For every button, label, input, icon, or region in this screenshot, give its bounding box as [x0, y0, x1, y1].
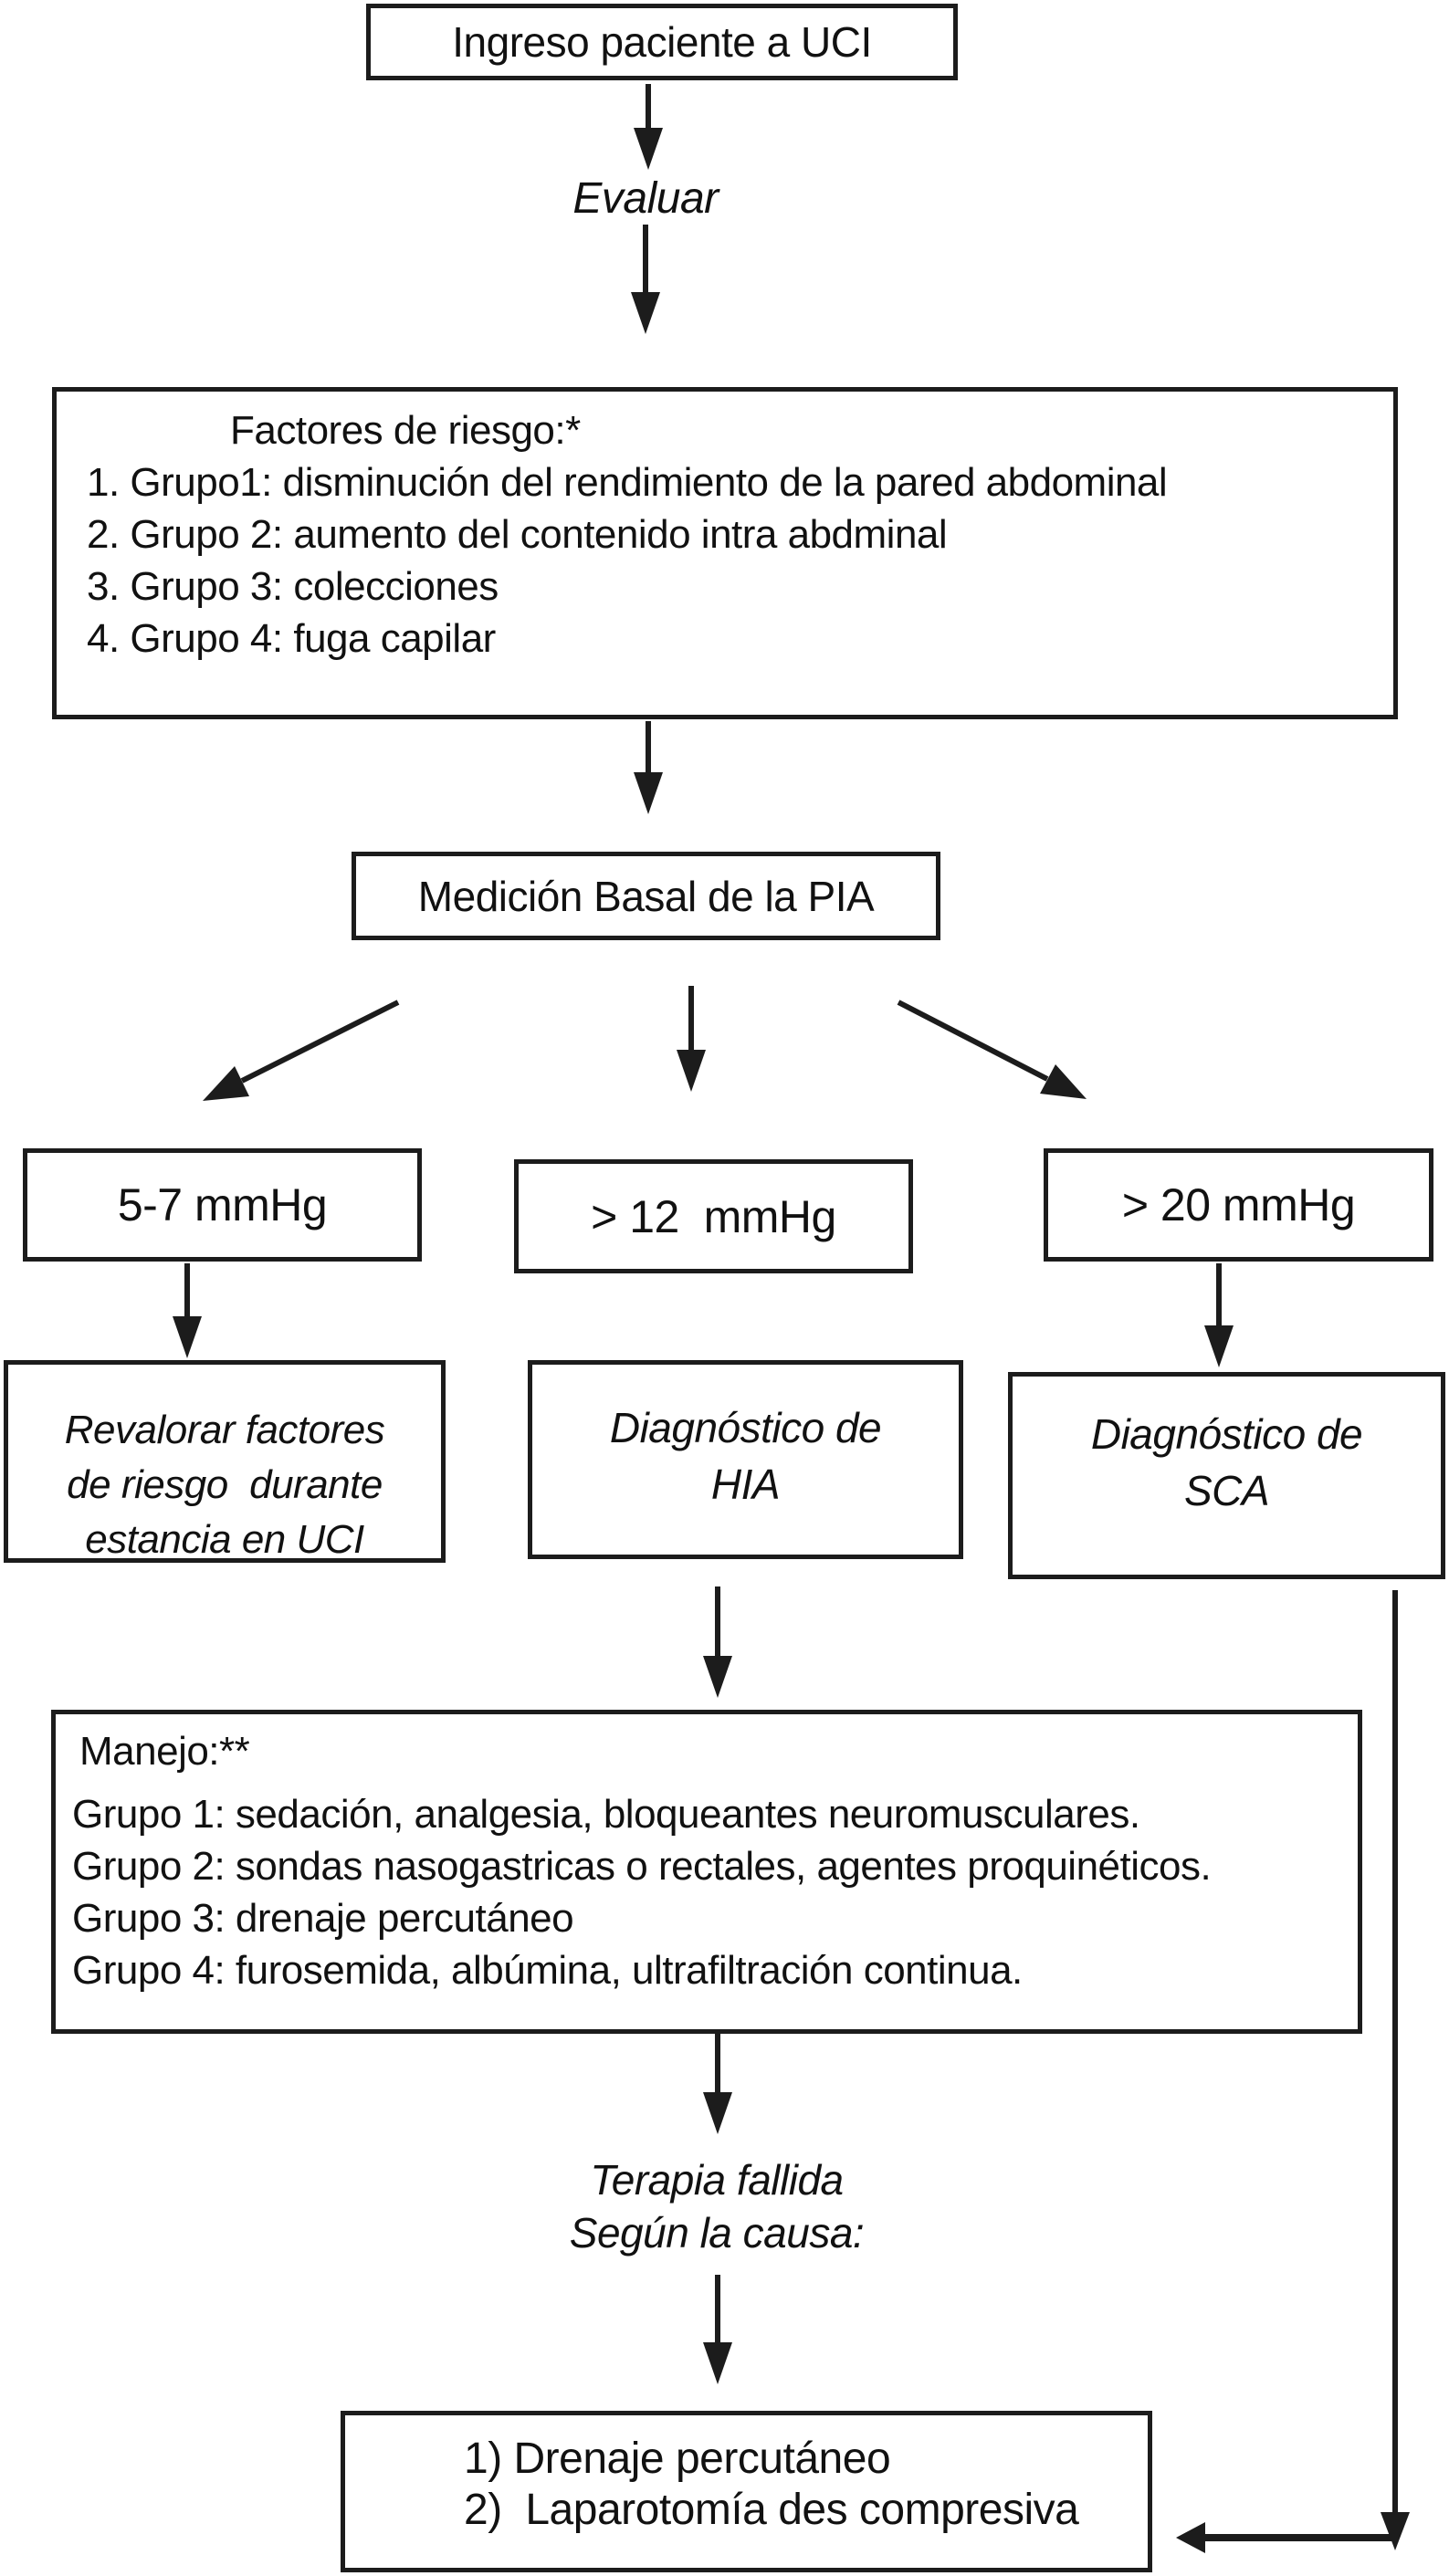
factores-item-1: 1. Grupo1: disminución del rendimiento d…	[87, 460, 1168, 505]
arrow-medicion-to-pia-media	[677, 986, 706, 1092]
node-medicion-label: Medición Basal de la PIA	[417, 872, 875, 920]
manejo-item-3: Grupo 3: drenaje percutáneo	[72, 1896, 574, 1941]
node-terapia-fallida: Terapia fallida Según la causa:	[447, 2153, 986, 2259]
terapia-line-1: Terapia fallida	[590, 2156, 844, 2204]
arrow-medicion-to-pia-baja	[203, 1000, 400, 1101]
revalorar-line-1: Revalorar factores	[64, 1408, 385, 1452]
node-opciones-finales: 1) Drenaje percutáneo 2) Laparotomía des…	[341, 2411, 1152, 2572]
node-medicion-basal-pia: Medición Basal de la PIA	[352, 852, 940, 940]
node-evaluar-label: Evaluar	[572, 174, 719, 223]
node-pia-20-label: > 20 mmHg	[1121, 1179, 1356, 1230]
final-item-1: 1) Drenaje percutáneo	[464, 2435, 891, 2483]
terapia-line-2: Según la causa:	[569, 2209, 865, 2257]
node-pia-12-label: > 12 mmHg	[591, 1190, 836, 1242]
hia-line-2: HIA	[710, 1461, 781, 1508]
arrow-medicion-to-pia-alta	[897, 1000, 1087, 1099]
node-pia-5-7-mmhg: 5-7 mmHg	[23, 1148, 422, 1262]
factores-item-3: 3. Grupo 3: colecciones	[87, 564, 499, 609]
node-diagnostico-sca: Diagnóstico de SCA	[1008, 1372, 1445, 1579]
manejo-item-2: Grupo 2: sondas nasogastricas o rectales…	[72, 1844, 1212, 1889]
factores-item-4: 4. Grupo 4: fuga capilar	[87, 616, 496, 661]
factores-title: Factores de riesgo:*	[230, 408, 581, 453]
node-ingreso-uci: Ingreso paciente a UCI	[366, 4, 958, 80]
arrow-pia-alta-to-sca	[1204, 1263, 1234, 1367]
factores-item-2: 2. Grupo 2: aumento del contenido intra …	[87, 512, 948, 557]
node-pia-20-mmhg: > 20 mmHg	[1044, 1148, 1433, 1262]
revalorar-line-3: estancia en UCI	[85, 1517, 364, 1562]
revalorar-line-2: de riesgo durante	[67, 1462, 383, 1507]
sca-line-1: Diagnóstico de	[1090, 1410, 1363, 1458]
manejo-title: Manejo:**	[79, 1729, 250, 1774]
hia-line-1: Diagnóstico de	[609, 1404, 882, 1451]
node-pia-5-7-label: 5-7 mmHg	[117, 1179, 328, 1230]
arrow-pia-baja-to-revalorar	[173, 1263, 202, 1358]
node-pia-12-mmhg: > 12 mmHg	[514, 1159, 913, 1273]
node-evaluar: Evaluar	[499, 175, 792, 223]
sca-line-2: SCA	[1183, 1467, 1270, 1514]
arrow-manejo-to-terapia	[703, 2034, 732, 2134]
manejo-item-4: Grupo 4: furosemida, albúmina, ultrafilt…	[72, 1948, 1023, 1993]
manejo-item-1: Grupo 1: sedación, analgesia, bloqueante…	[72, 1792, 1140, 1837]
node-revalorar-factores: Revalorar factores de riesgo durante est…	[4, 1360, 446, 1563]
node-diagnostico-hia: Diagnóstico de HIA	[528, 1360, 963, 1559]
arrow-evaluar-to-factores	[631, 225, 660, 334]
node-manejo: Manejo:** Grupo 1: sedación, analgesia, …	[51, 1710, 1362, 2034]
arrow-ingreso-to-evaluar	[634, 84, 663, 170]
node-ingreso-label: Ingreso paciente a UCI	[452, 18, 872, 66]
arrow-hia-to-manejo	[703, 1586, 732, 1698]
final-item-2: 2) Laparotomía des compresiva	[464, 2486, 1079, 2534]
arrow-factores-to-medicion	[634, 721, 663, 814]
node-factores-riesgo: Factores de riesgo:* 1. Grupo1: disminuc…	[52, 387, 1398, 719]
arrow-terapia-to-final	[703, 2275, 732, 2384]
